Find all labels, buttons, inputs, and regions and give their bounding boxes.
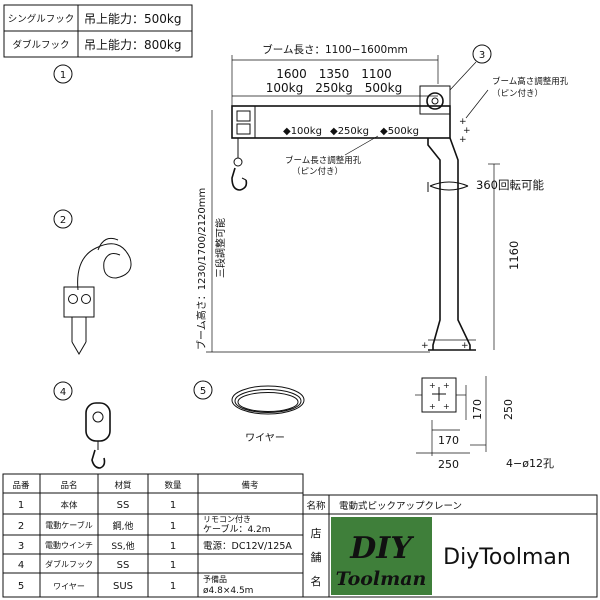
title-name-value: 電動式ピックアップクレーン <box>339 500 462 512</box>
svg-text:4: 4 <box>60 387 66 398</box>
svg-text:+: + <box>459 117 467 127</box>
svg-text:5: 5 <box>200 386 206 397</box>
parts-row-4-no: 4 <box>18 560 24 571</box>
callout-1: 1 <box>53 64 73 84</box>
parts-row-5-qty: 1 <box>170 581 176 592</box>
parts-row-1-material: SS <box>117 500 130 511</box>
capacity-value-single: 吊上能力：500kg <box>84 12 181 26</box>
parts-row-5-note-2: ø4.8×4.5m <box>203 586 253 596</box>
store-label-1: 店 <box>311 526 322 540</box>
capacity-value-double: 吊上能力：800kg <box>84 38 181 52</box>
parts-row-4-material: SS <box>117 560 130 571</box>
parts-row-3-note: 電源：DC12V/125A <box>203 541 292 552</box>
parts-row-2-material: 鋼,他 <box>113 520 134 532</box>
boom-mark-500: ◆500kg <box>380 126 419 137</box>
svg-text:+: + <box>443 402 450 411</box>
parts-row-3-material: SS,他 <box>111 540 134 552</box>
store-label-2: 舗 <box>311 550 322 564</box>
parts-row-2-name: 電動ケーブル <box>45 520 93 530</box>
svg-text:+: + <box>463 126 471 136</box>
base-dim-170-horizontal: 170 <box>438 434 459 447</box>
parts-row-4-qty: 1 <box>170 560 176 571</box>
callout-2: 2 <box>53 209 73 229</box>
store-name: DiyToolman <box>443 545 571 570</box>
svg-text:+: + <box>461 341 469 351</box>
callout-4: 4 <box>53 381 73 401</box>
parts-header-name: 品名 <box>60 480 77 491</box>
parts-header-material: 材質 <box>114 480 132 491</box>
svg-text:2: 2 <box>60 215 66 226</box>
wire-coil-drawing: ワイヤー <box>231 385 305 444</box>
crane-body: ブーム長さ：1100−1600mm 1600 1350 1100 100kg 2… <box>195 43 569 353</box>
base-dim-250-vertical: 250 <box>502 399 515 420</box>
parts-table: 品番 品名 材質 数量 備考 1 本体 SS 1 2 電動ケーブル 鋼,他 1 … <box>2 473 304 598</box>
parts-row-2-qty: 1 <box>170 521 176 532</box>
rotation-label: 360回転可能 <box>476 178 544 192</box>
svg-text:+: + <box>429 402 436 411</box>
parts-row-2-note-2: ケーブル：4.2m <box>203 523 271 535</box>
svg-text:+: + <box>429 381 436 390</box>
boom-height-label: ブーム高さ：1230/1700/2120mm <box>195 188 208 350</box>
base-dim-250-horizontal: 250 <box>438 458 459 471</box>
wire-label: ワイヤー <box>245 433 285 444</box>
title-name-label: 名称 <box>306 500 326 512</box>
boom-length-label: ブーム長さ：1100−1600mm <box>262 43 407 56</box>
parts-row-2-note: リモコン付き <box>203 514 251 524</box>
remote-cable-drawing <box>63 237 132 355</box>
post-height-label: 1160 <box>507 241 521 270</box>
svg-text:1: 1 <box>60 70 66 81</box>
base-holes-label: 4−ø12孔 <box>506 457 554 470</box>
three-step-label: 三段調整可能 <box>214 218 227 278</box>
parts-row-5-material: SUS <box>113 581 133 592</box>
parts-row-4-name: ダブルフック <box>45 559 93 569</box>
store-label-3: 名 <box>311 574 322 588</box>
diy-toolman-logo: DIY Toolman <box>331 517 432 595</box>
parts-header-qty: 数量 <box>164 480 182 491</box>
boom-length-hole-label: ブーム長さ調整用孔 <box>285 155 362 166</box>
base-plate-drawing: + + + + 170 250 170 250 4−ø12孔 <box>415 376 554 471</box>
svg-text:Toolman: Toolman <box>336 568 427 590</box>
parts-header-note: 備考 <box>241 480 258 491</box>
parts-row-3-no: 3 <box>18 541 24 552</box>
boom-height-hole-label: ブーム高さ調整用孔 <box>492 76 569 87</box>
callout-5: 5 <box>193 380 213 400</box>
svg-text:+: + <box>443 381 450 390</box>
boom-mark-250: ◆250kg <box>330 126 369 137</box>
callout-3: 3 <box>449 44 492 91</box>
capacity-type-double: ダブルフック <box>12 39 69 51</box>
boom-height-hole-note: （ピン付き） <box>492 88 543 99</box>
svg-text:DIY: DIY <box>349 531 414 566</box>
parts-row-1-qty: 1 <box>170 500 176 511</box>
parts-row-5-name: ワイヤー <box>53 582 85 591</box>
parts-row-3-qty: 1 <box>170 541 176 552</box>
double-hook-drawing <box>85 402 111 469</box>
capacity-table: シングルフック 吊上能力：500kg ダブルフック 吊上能力：800kg <box>3 4 193 58</box>
parts-row-5-note: 予備品 <box>203 574 227 584</box>
svg-text:+: + <box>421 341 429 351</box>
boom-length-values: 1600 1350 1100 <box>276 67 392 81</box>
boom-mark-100: ◆100kg <box>283 126 322 137</box>
parts-row-5-no: 5 <box>18 581 24 592</box>
parts-row-2-no: 2 <box>18 521 24 532</box>
boom-capacity-values: 100kg 250kg 500kg <box>266 81 402 95</box>
parts-header-no: 品番 <box>12 480 30 491</box>
parts-row-1-no: 1 <box>18 500 24 511</box>
title-block: 名称 電動式ピックアップクレーン 店 舗 名 DIY Toolman DiyTo… <box>302 494 598 598</box>
base-dim-170-vertical: 170 <box>471 399 484 420</box>
boom-length-hole-note: （ピン付き） <box>292 166 343 177</box>
svg-text:3: 3 <box>479 50 485 61</box>
parts-row-1-name: 本体 <box>60 500 78 511</box>
svg-text:+: + <box>459 135 467 145</box>
capacity-type-single: シングルフック <box>8 13 75 25</box>
parts-row-3-name: 電動ウインチ <box>45 541 93 550</box>
